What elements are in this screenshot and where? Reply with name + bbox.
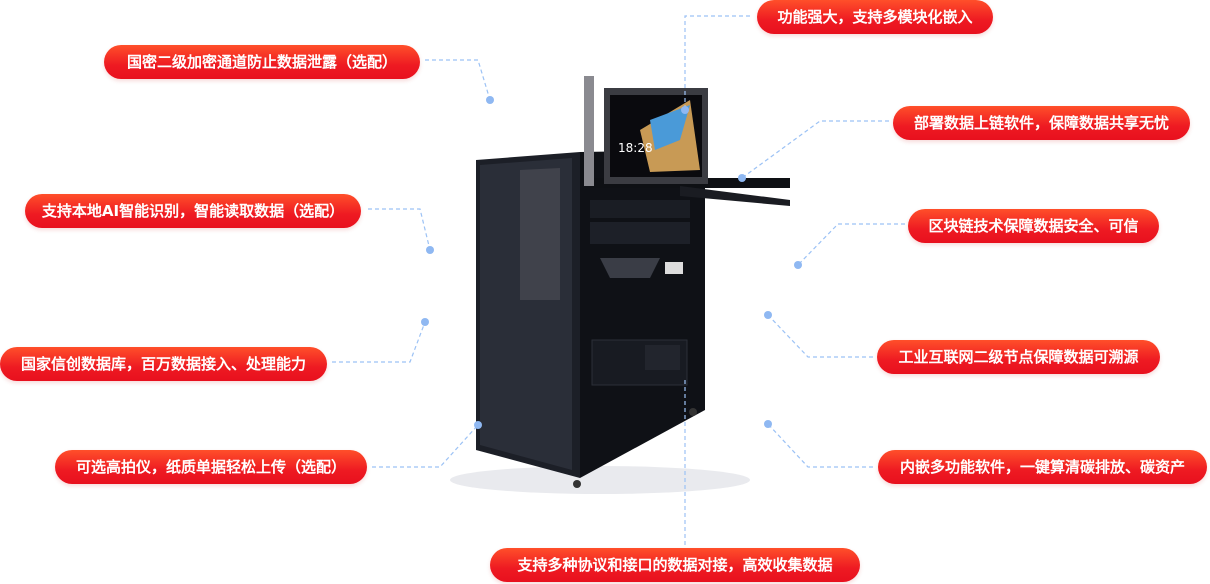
feature-traceability: 工业互联网二级节点保障数据可溯源	[877, 340, 1160, 374]
feature-database: 国家信创数据库，百万数据接入、处理能力	[0, 347, 327, 381]
feature-carbon-software: 内嵌多功能软件，一键算清碳排放、碳资产	[878, 450, 1207, 484]
screen-clock: 18:28	[618, 141, 653, 155]
feature-scanner: 可选高拍仪，纸质单据轻松上传（选配）	[55, 450, 367, 484]
feature-encryption: 国密二级加密通道防止数据泄露（选配）	[104, 45, 420, 79]
feature-blockchain-security: 区块链技术保障数据安全、可信	[908, 209, 1159, 243]
feature-blockchain-software: 部署数据上链软件，保障数据共享无忧	[893, 106, 1190, 140]
feature-protocols: 支持多种协议和接口的数据对接，高效收集数据	[490, 548, 860, 582]
server-cabinet-image	[450, 76, 790, 494]
feature-ai-recognition: 支持本地AI智能识别，智能读取数据（选配）	[25, 194, 361, 228]
feature-modular: 功能强大，支持多模块化嵌入	[757, 0, 993, 34]
